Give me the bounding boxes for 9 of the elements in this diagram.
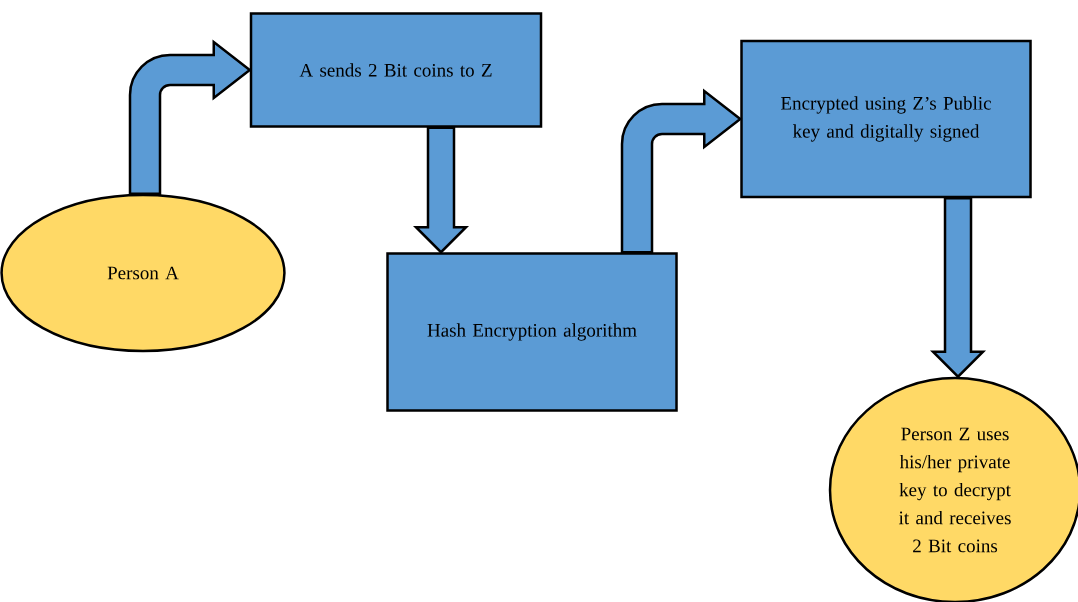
oval-node: Person A — [0, 193, 286, 353]
oval-node: Person Z uses his/her private key to decrypt it and receives 2 Bit coins — [828, 376, 1078, 602]
block-arrow — [620, 89, 742, 254]
block-arrow — [930, 197, 987, 379]
process-box: Hash Encryption algorithm — [386, 252, 678, 412]
process-box: A sends 2 Bit coins to Z — [249, 12, 543, 128]
process-box: Encrypted using Z’s Public key and digitally signed — [740, 39, 1032, 199]
block-arrow — [413, 126, 470, 254]
block-arrow — [128, 40, 251, 195]
